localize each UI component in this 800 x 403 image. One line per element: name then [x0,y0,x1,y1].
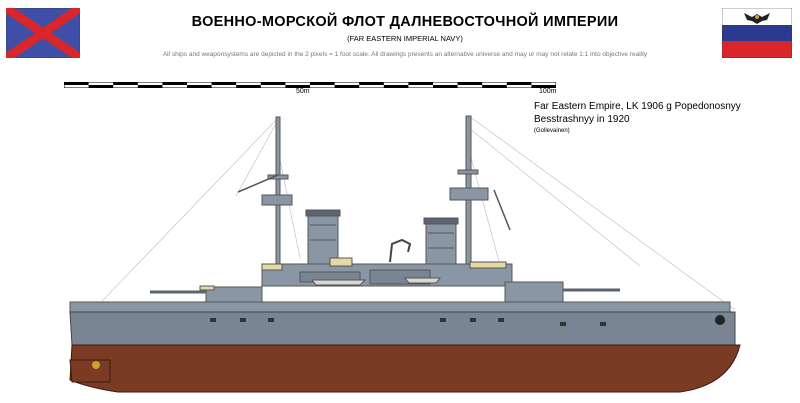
page-subtitle: (FAR EASTERN IMPERIAL NAVY) [347,34,463,43]
fore-mast [237,116,293,276]
ship-boats [310,277,442,286]
battleship-profile-drawing [69,115,741,393]
scale-disclaimer: All ships and weaponsystems are depicted… [162,51,648,58]
naval-jack-flag-icon [6,8,80,58]
rudder [69,359,111,383]
caption-line-1: Far Eastern Empire, LK 1906 g Popedonosn… [534,101,741,112]
superstructure [261,257,513,287]
rigging-lines [81,115,736,323]
casemate-guns [210,318,606,326]
boat-crane [389,238,412,263]
caption-line-2: Besstrashnyy in 1920 [534,114,630,125]
scale-label-50m: 50m [296,88,310,95]
funnel-2 [423,217,459,269]
anchor-icon [715,315,725,325]
propeller-icon [92,361,100,369]
scale-bar [64,82,556,88]
page-title: ВОЕННО-МОРСКОЙ ФЛОТ ДАЛНЕВОСТОЧНОЙ ИМПЕР… [191,14,619,30]
double-headed-eagle-icon [744,13,770,24]
fore-turret [150,285,263,306]
funnel-1 [305,209,341,265]
hull [69,311,736,346]
caption-author: (Gollevainen) [534,128,570,134]
main-mast [449,115,511,277]
ship-caption: Far Eastern Empire, LK 1906 g Popedonosn… [534,100,741,136]
underwater-hull [69,344,741,393]
scale-label-100m: 100m [539,88,557,95]
imperial-tricolor-flag-icon [722,8,792,58]
aft-turret [504,281,620,305]
